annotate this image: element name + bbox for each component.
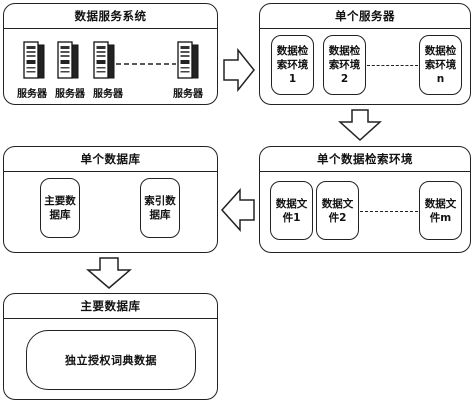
left-arrow-icon [220,188,255,232]
retrieval-env-n: 数据检 索环境 n [419,35,462,95]
panel-single-database: 单个数据库 [3,146,218,253]
panel-title: 单个数据检索环境 [260,147,470,172]
data-file-1: 数据文 件1 [270,181,313,240]
panel-title: 单个数据库 [4,147,217,172]
retrieval-env-2: 数据检 索环境 2 [323,35,366,95]
retrieval-env-1: 数据检 索环境 1 [271,35,314,95]
index-database-box: 索引数 据库 [140,178,180,238]
data-file-m: 数据文 件m [419,181,462,240]
right-arrow-icon [223,47,255,93]
down-arrow-icon [85,257,133,289]
server-label: 服务器 [173,89,203,100]
dictionary-data-box: 独立授权词典数据 [26,330,196,390]
panel-title: 主要数据库 [4,294,217,319]
server-label: 服务器 [93,89,123,100]
panel-title: 单个服务器 [260,4,470,29]
dashed-connector [367,65,418,66]
main-database-box: 主要数 据库 [40,178,80,238]
dashed-connector [360,211,418,212]
server-label: 服务器 [17,89,47,100]
server-label: 服务器 [55,89,85,100]
panel-title: 数据服务系统 [4,4,217,29]
down-arrow-icon [338,109,382,142]
data-file-2: 数据文 件2 [316,181,359,240]
